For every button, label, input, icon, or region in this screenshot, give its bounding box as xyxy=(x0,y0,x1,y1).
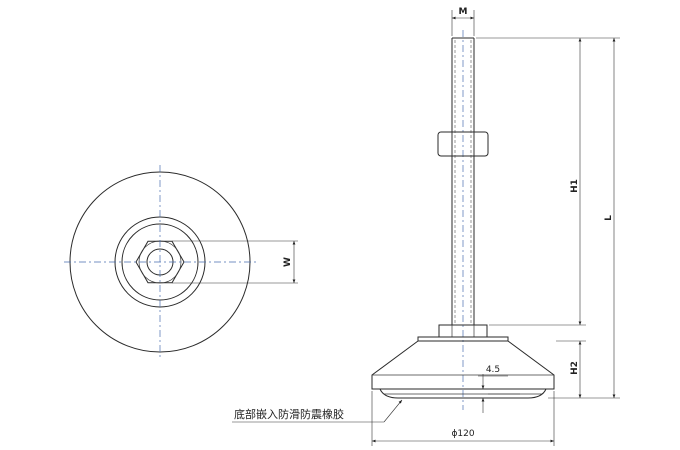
w-label: W xyxy=(283,257,293,267)
hex-nut xyxy=(437,131,489,157)
m-label: M xyxy=(459,7,468,17)
diameter-label: ϕ120 xyxy=(451,429,474,439)
side-view: M H1 H2 L 4.5 ϕ120 底部嵌入防滑防震橡胶 xyxy=(232,7,620,446)
gap-label: 4.5 xyxy=(486,365,500,375)
h1-label: H1 xyxy=(570,179,580,193)
rubber-pad xyxy=(379,388,547,399)
h2-label: H2 xyxy=(570,361,580,375)
base-body xyxy=(371,340,555,390)
rubber-note: 底部嵌入防滑防震橡胶 xyxy=(234,407,344,421)
plan-view: W xyxy=(64,165,298,358)
base-top-plate xyxy=(417,336,509,342)
l-label: L xyxy=(604,215,614,221)
